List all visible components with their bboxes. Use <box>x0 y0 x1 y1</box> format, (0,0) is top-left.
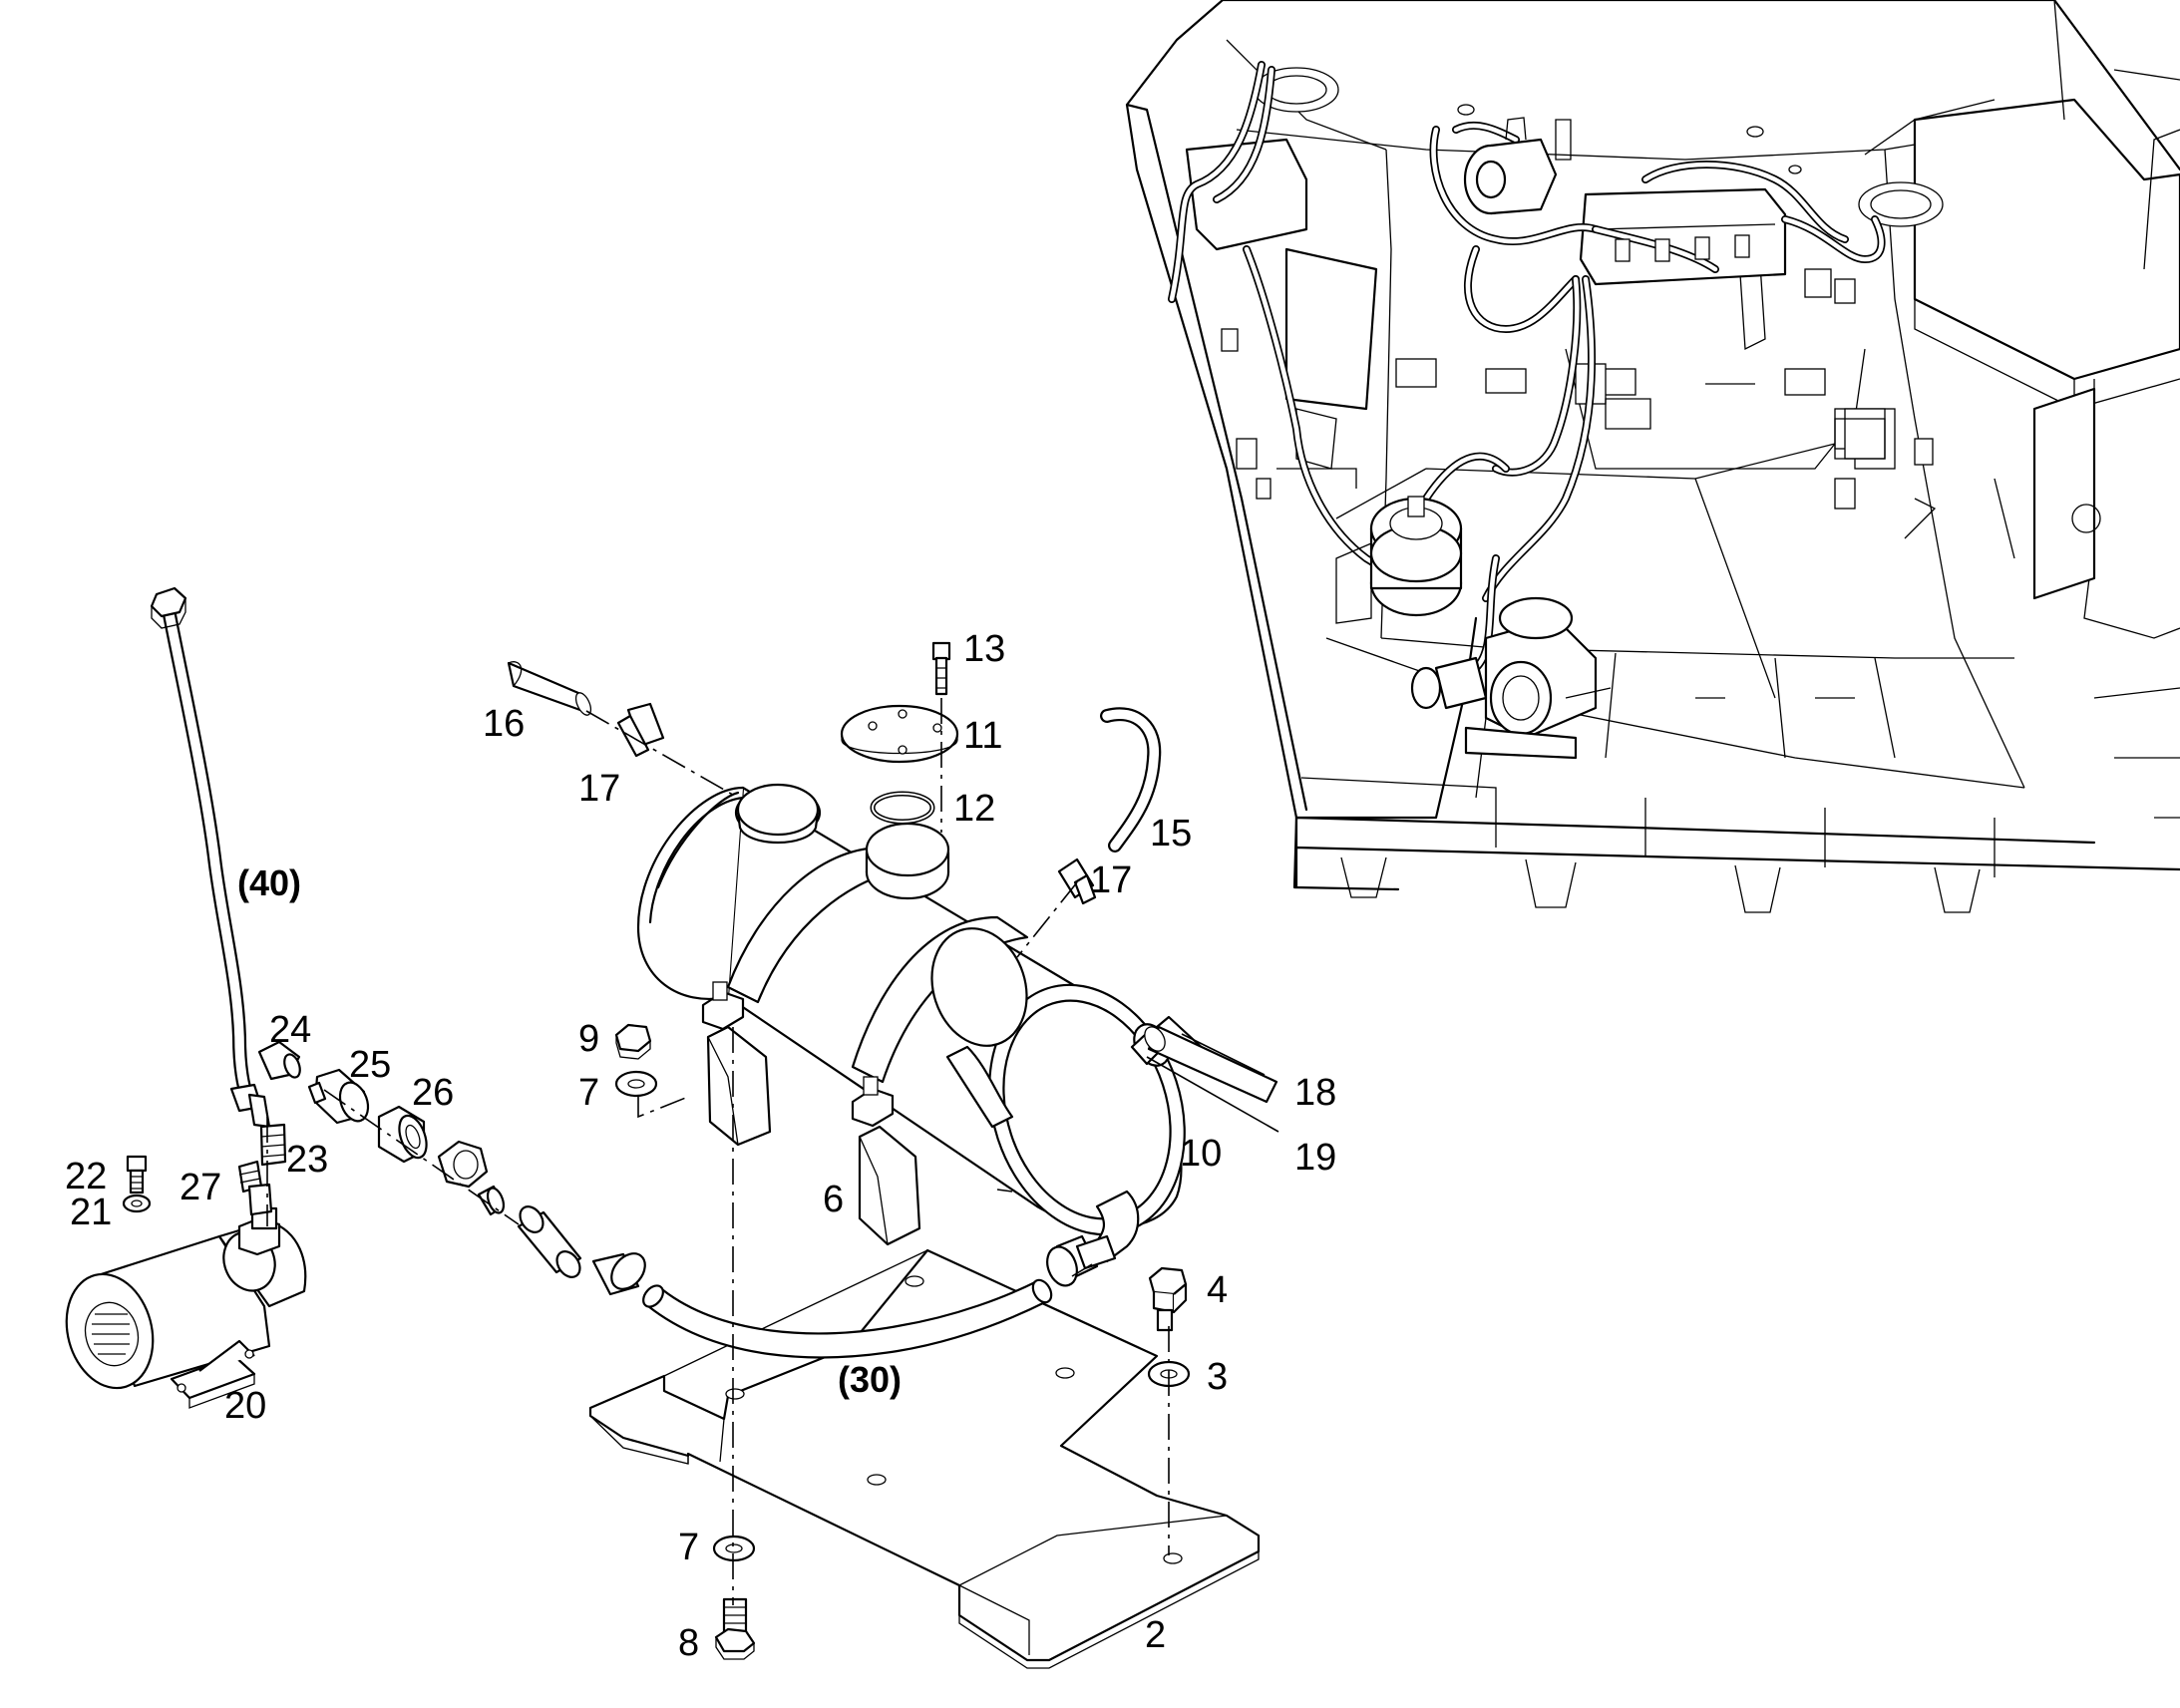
callout-assembly-30: (30) <box>838 1359 902 1400</box>
callout-9: 9 <box>578 1018 599 1060</box>
nut-washer-upper <box>614 1023 658 1098</box>
mounting-plate <box>588 1248 1261 1669</box>
callout-assembly-40: (40) <box>237 862 301 903</box>
callout-25: 25 <box>349 1044 391 1086</box>
screw-washer-21-22 <box>122 1155 152 1213</box>
callout-7-upper: 7 <box>578 1072 599 1114</box>
callout-7-lower: 7 <box>678 1527 699 1568</box>
callout-13: 13 <box>963 628 1005 670</box>
callout-16: 16 <box>483 703 525 745</box>
callout-3: 3 <box>1207 1356 1228 1398</box>
hose-18 <box>1144 1025 1278 1104</box>
hose-15 <box>1100 707 1162 853</box>
callout-22: 22 <box>65 1156 107 1197</box>
callout-17-left: 17 <box>578 768 620 810</box>
callout-26: 26 <box>412 1072 454 1114</box>
air-tank-assembly <box>636 783 1209 1263</box>
callout-18: 18 <box>1294 1072 1336 1114</box>
callout-10: 10 <box>1180 1133 1222 1175</box>
callout-11: 11 <box>963 715 1002 757</box>
callout-19: 19 <box>1294 1137 1336 1179</box>
hose-clamps-17 <box>616 702 1097 905</box>
callout-23: 23 <box>286 1139 328 1181</box>
bolt-washer-lower <box>712 1535 756 1660</box>
callout-17-right: 17 <box>1090 859 1132 901</box>
callout-12: 12 <box>953 788 995 830</box>
callout-20: 20 <box>224 1385 266 1427</box>
callout-21: 21 <box>70 1192 112 1233</box>
machine-frame-overview <box>1125 0 2180 913</box>
callout-2: 2 <box>1145 1614 1166 1656</box>
fittings-25-26 <box>307 1068 582 1278</box>
hose-40 <box>150 586 263 1113</box>
callout-8: 8 <box>678 1622 699 1664</box>
leader-lines <box>996 1033 1279 1277</box>
callout-6: 6 <box>823 1179 844 1220</box>
callout-27: 27 <box>180 1167 221 1208</box>
callout-15: 15 <box>1150 813 1192 854</box>
assembly-centerlines <box>266 698 1170 1605</box>
callout-24: 24 <box>269 1009 311 1051</box>
cover-plate-group <box>840 641 959 825</box>
compressor-motor <box>65 1206 307 1409</box>
callout-labels: 2 3 4 6 7 7 8 9 10 11 12 13 15 16 17 17 … <box>65 628 1336 1664</box>
fittings-23-27 <box>237 1040 301 1216</box>
callout-4: 4 <box>1207 1269 1228 1311</box>
